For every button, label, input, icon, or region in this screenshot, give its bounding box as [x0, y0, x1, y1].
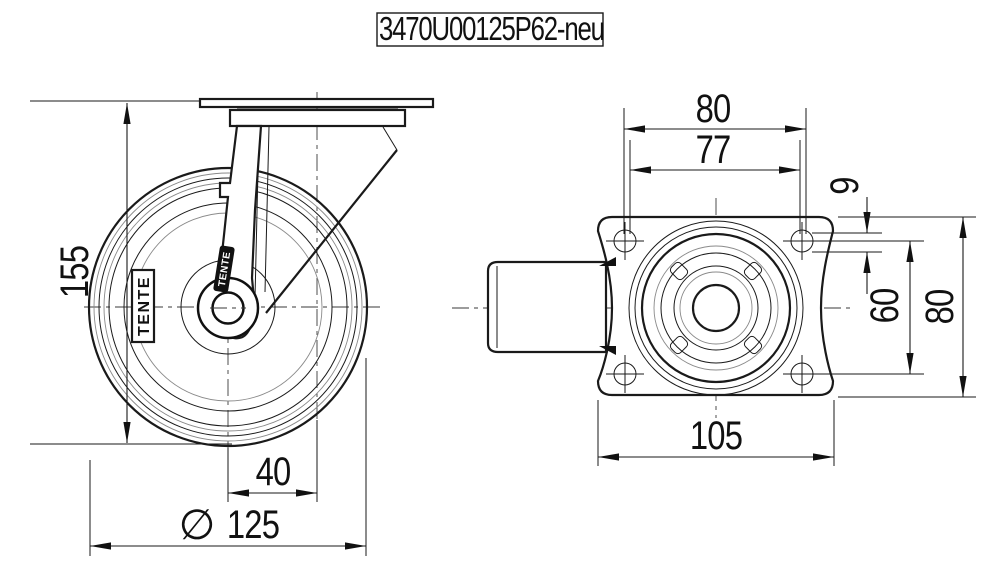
mounting-plate-side [198, 97, 435, 128]
bearing-ring [634, 226, 798, 390]
wheel-tread-ring [93, 172, 363, 442]
dim-text-155: 155 [52, 246, 97, 298]
fork-trailing-top-edge [382, 126, 398, 151]
bearing-slot [743, 335, 763, 355]
dim-text-80-right: 80 [917, 290, 962, 325]
wheel-logo-text: TENTE [136, 276, 153, 336]
dim-text-40: 40 [256, 449, 291, 494]
fork-logo-text: TENTE [217, 251, 233, 288]
fork-brand-logo: TENTE [213, 245, 235, 293]
wheel-tread-ring [98, 177, 358, 437]
fork-trailing-edge [265, 149, 398, 314]
diameter-symbol: ∅ [179, 500, 216, 549]
bearing-ring [653, 245, 779, 371]
dim-plate-width-105: 105 [597, 400, 835, 466]
title-box: 3470U00125P62-neu [376, 11, 605, 48]
weld-fillet-bottom [599, 346, 616, 355]
wheel-logo-frame [130, 268, 156, 344]
dim-hole-diameter-9: 9 [812, 177, 882, 294]
dim-bolt-spacing-80: 80 [623, 86, 807, 234]
wheel-outer-circle [87, 166, 369, 448]
top-view [452, 198, 852, 418]
bearing-slot [669, 261, 689, 281]
dim-text-105: 105 [690, 413, 742, 458]
hub-ring [679, 271, 753, 345]
dim-wheel-diameter-125: ∅ 125 [89, 358, 367, 556]
dim-text-80-top: 80 [696, 86, 731, 131]
hub-ring [673, 265, 759, 351]
dim-text-77: 77 [696, 127, 731, 172]
wheel-top [486, 260, 608, 354]
bearing-slot [743, 261, 763, 281]
dim-plate-height-80: 80 [838, 216, 976, 398]
bearing-ring [660, 252, 772, 364]
dim-bolt-spacing-60: 60 [814, 240, 924, 375]
bolt-holes [606, 222, 821, 393]
dim-text-9: 9 [822, 177, 867, 194]
title-box-frame [376, 12, 604, 47]
part-number-text: 3470U00125P62-neu [379, 11, 604, 48]
bearing-raceway-circle [640, 232, 792, 384]
dim-text-125: 125 [227, 502, 279, 547]
kingpin-hole-circle [691, 283, 741, 333]
bearing-slot [669, 335, 689, 355]
dim-bolt-spacing-77: 77 [629, 127, 801, 234]
fork-side [196, 124, 398, 340]
fork-logo-frame [213, 245, 235, 293]
weld-fillet-top [599, 257, 616, 266]
side-view: TENTE TENTE [84, 92, 435, 500]
wheel-brand-logo: TENTE [130, 268, 156, 344]
fork-inner-edge-line [264, 126, 270, 293]
swivel-head-band [228, 108, 407, 128]
dim-overall-height-155: 155 [30, 100, 232, 445]
bearing-ring [628, 220, 804, 396]
swivel-bearing [628, 220, 804, 396]
wheel-cylinder-outline [486, 260, 608, 354]
top-plate-side [198, 97, 435, 109]
dim-text-60: 60 [862, 289, 907, 324]
dim-swivel-offset-40: 40 [227, 420, 318, 502]
